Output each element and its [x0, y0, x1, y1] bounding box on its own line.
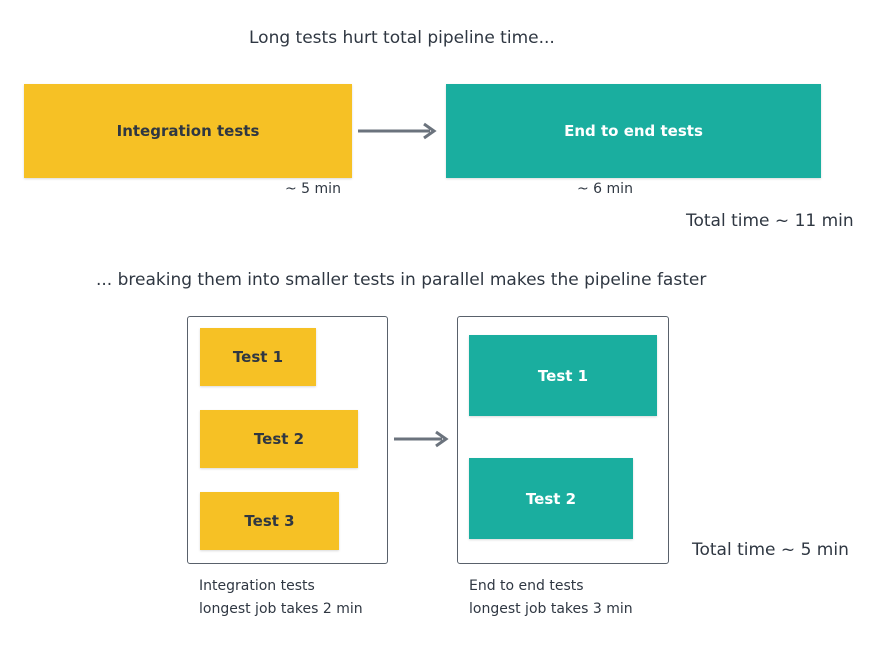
top-total-time: Total time ~ 11 min [686, 211, 854, 231]
e2e-test-2-label: Test 2 [525, 489, 577, 508]
e2e-time: ~ 6 min [577, 181, 633, 197]
integration-test-1-label: Test 1 [232, 348, 284, 366]
integration-tests-label: Integration tests [116, 122, 260, 140]
integration-test-2: Test 2 [200, 410, 358, 468]
e2e-tests-block: End to end tests [446, 84, 821, 178]
e2e-note-line2: longest job takes 3 min [469, 601, 633, 617]
integration-time: ~ 5 min [285, 181, 341, 197]
integration-test-3-label: Test 3 [244, 512, 295, 530]
integration-parallel-group [187, 316, 388, 564]
integration-tests-block: Integration tests [24, 84, 352, 178]
e2e-note-line1: End to end tests [469, 578, 584, 594]
integration-note-line2: longest job takes 2 min [199, 601, 363, 617]
bottom-arrow [394, 430, 449, 448]
integration-test-1: Test 1 [200, 328, 316, 386]
e2e-test-1-label: Test 1 [537, 366, 589, 385]
e2e-tests-label: End to end tests [564, 122, 703, 140]
top-arrow [358, 122, 437, 140]
integration-test-3: Test 3 [200, 492, 339, 550]
top-caption: Long tests hurt total pipeline time... [249, 28, 555, 48]
e2e-test-2: Test 2 [469, 458, 633, 539]
e2e-parallel-group [457, 316, 669, 564]
bottom-caption: ... breaking them into smaller tests in … [96, 270, 707, 290]
integration-note-line1: Integration tests [199, 578, 315, 594]
bottom-total-time: Total time ~ 5 min [692, 540, 849, 560]
e2e-test-1: Test 1 [469, 335, 657, 416]
integration-test-2-label: Test 2 [253, 430, 305, 448]
